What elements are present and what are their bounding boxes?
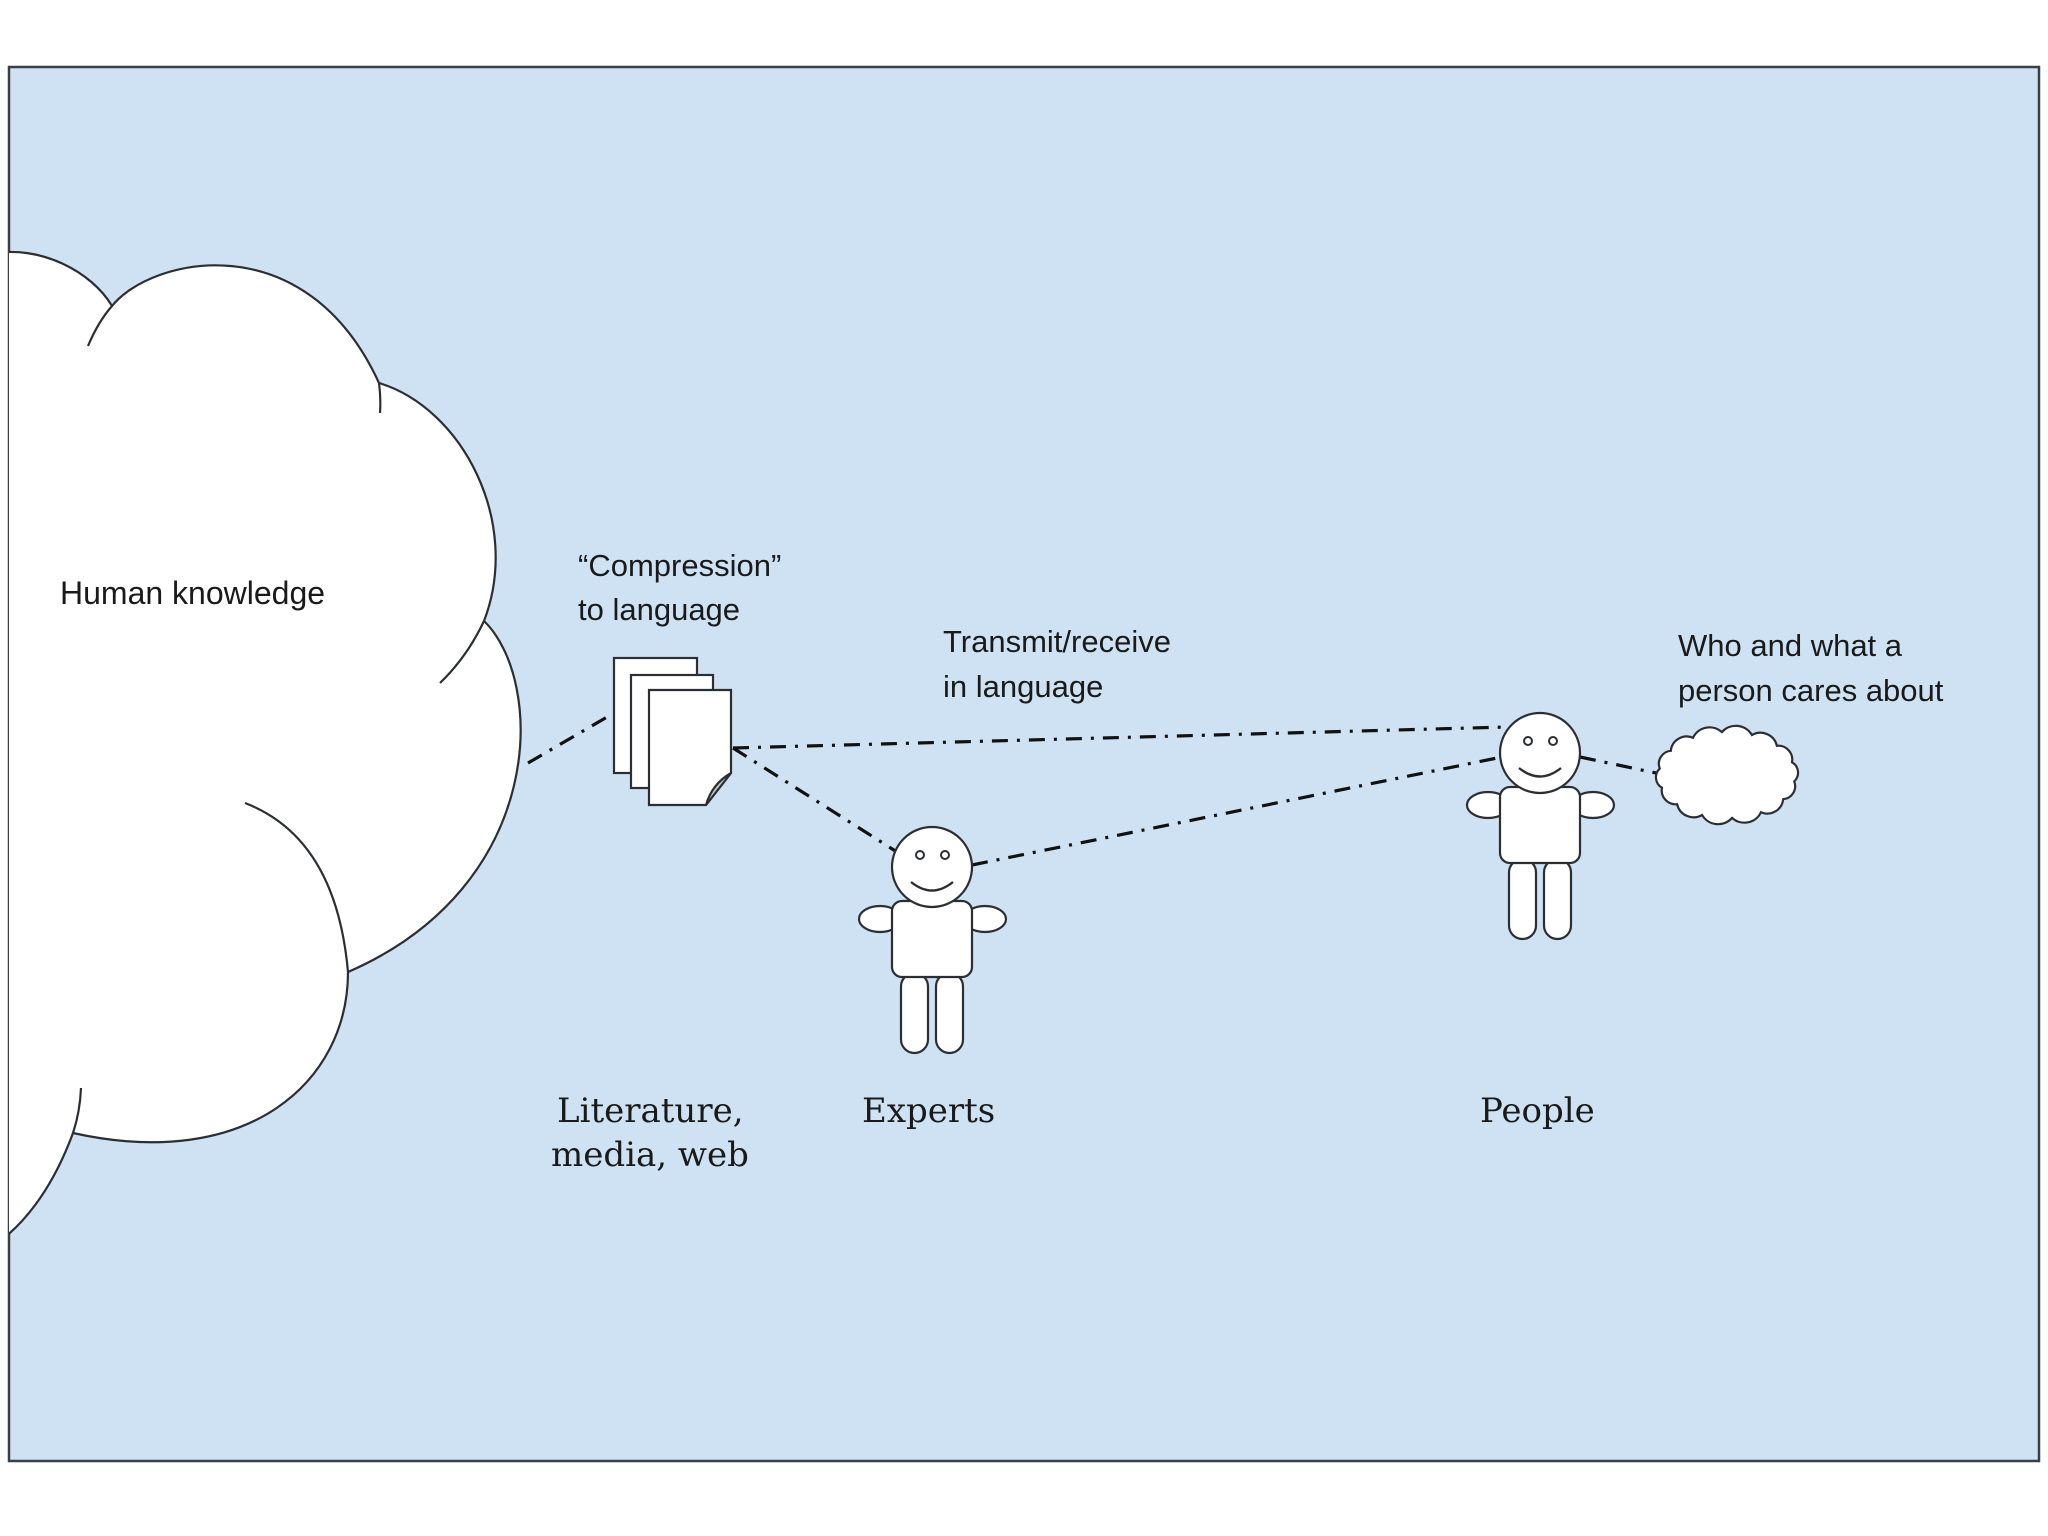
right-eye [1548,736,1558,746]
experts-label: Experts [862,1091,995,1131]
people-label: People [1480,1091,1595,1131]
body [890,899,974,979]
transmit-label-line1: Transmit/receive [943,624,1171,659]
knowledge-cloud-icon [9,250,522,1236]
left-eye [915,850,925,860]
right-eye [940,850,950,860]
left-leg [1507,857,1538,941]
left-leg [899,971,930,1055]
left-eye [1523,736,1533,746]
right-leg [1542,857,1573,941]
connector-experts-to-people [971,755,1503,867]
people-person-icon [1465,711,1616,941]
documents-label-line1: Literature, [557,1091,744,1131]
documents-label-line2: media, web [551,1135,749,1175]
head [890,825,974,909]
smile [910,881,954,892]
connector-knowledge-to-documents [527,711,615,765]
document-stack-icon [612,656,733,807]
documents-caption-line2: to language [578,592,740,627]
connector-documents-to-experts [732,746,898,854]
right-leg [934,971,965,1055]
knowledge-cloud-label: Human knowledge [60,575,325,611]
body [1498,785,1582,865]
connectors [527,711,1657,867]
connector-people-to-cares [1579,755,1657,775]
thought-cloud-icon [1654,724,1800,826]
expert-person-icon [857,825,1008,1055]
smile [1518,767,1562,778]
documents-caption-line1: “Compression” [578,548,781,583]
head [1498,711,1582,795]
transmit-label-line2: in language [943,669,1103,704]
cares-label-line2: person cares about [1678,673,1944,708]
cares-label-line1: Who and what a [1678,628,1903,663]
